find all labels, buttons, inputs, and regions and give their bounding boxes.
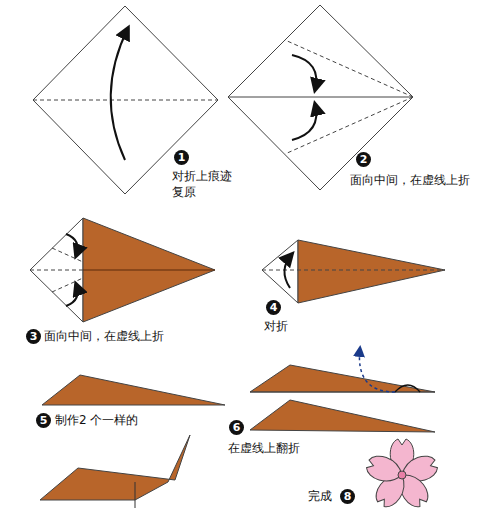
step-text: 对折上痕迹复原 xyxy=(172,168,238,200)
callout-number: 6 xyxy=(229,420,244,435)
callout-number: 1 xyxy=(174,150,189,165)
callout-number: 5 xyxy=(36,413,51,428)
step-text: 制作2 个一样的 xyxy=(55,412,138,428)
step-text: 面向中间，在虚线上折 xyxy=(44,328,164,344)
step-text: 在虚线上翻折 xyxy=(228,440,300,456)
step-text: 对折 xyxy=(264,318,288,334)
callout-number: 3 xyxy=(26,329,41,344)
step-text: 面向中间，在虚线上折 xyxy=(350,172,470,188)
flower-center xyxy=(398,471,406,479)
callout-number: 4 xyxy=(266,300,281,315)
step-text: 完成 xyxy=(308,488,332,504)
callout-number: 2 xyxy=(356,152,371,167)
callout-number: 8 xyxy=(340,489,355,504)
flower-petal xyxy=(364,453,406,487)
